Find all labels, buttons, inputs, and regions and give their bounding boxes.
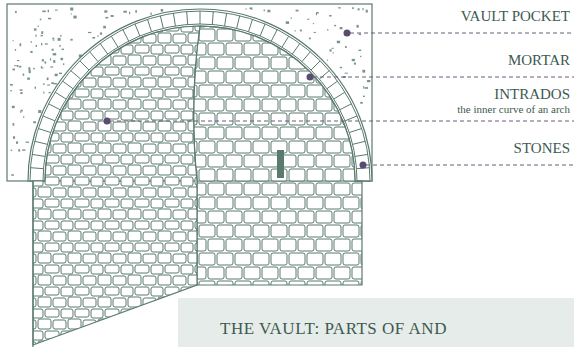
part-label: VAULT POCKET — [461, 9, 570, 24]
title-panel: THE VAULT: PARTS OF AND — [178, 298, 574, 347]
part-label: MORTAR — [508, 53, 570, 68]
part-description: the inner curve of an arch — [457, 104, 570, 115]
part-label: STONES — [514, 141, 570, 156]
part-label: INTRADOS — [494, 87, 570, 102]
panel-title: THE VAULT: PARTS OF AND — [220, 320, 566, 337]
